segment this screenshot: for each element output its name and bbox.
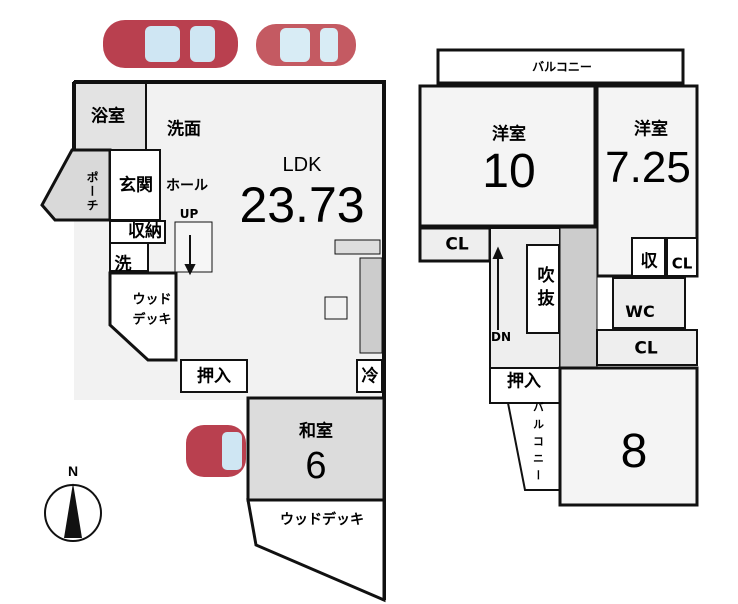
closet-cl-2: CL xyxy=(671,254,693,273)
room-storage: 収納 xyxy=(128,221,162,242)
room-bath: 浴室 xyxy=(91,106,125,127)
stairs-arrow-up xyxy=(184,235,196,276)
stairs-up-label: UP xyxy=(179,207,199,221)
balcony-top: バルコニー xyxy=(532,60,592,74)
room-wood-deck-bottom: ウッドデッキ xyxy=(280,512,364,528)
balcony-side: バルコニー xyxy=(531,401,545,487)
western-room-1-label: 洋室 xyxy=(492,124,526,145)
room-wc: WC xyxy=(625,302,655,321)
room-wood-deck-left: ウッドデッキ xyxy=(132,292,172,328)
room-entrance: 玄関 xyxy=(119,175,153,196)
stairs-down-label: DN xyxy=(490,330,512,344)
closet-cl-3: CL xyxy=(634,338,658,359)
compass-icon xyxy=(44,483,102,542)
room-laundry: 洗 xyxy=(114,254,132,275)
room-hall: ホール xyxy=(166,178,208,194)
room-closet: 押入 xyxy=(197,366,231,387)
room-washroom: 洗面 xyxy=(167,119,201,140)
room-closet-2: 押入 xyxy=(507,371,541,392)
stairs-arrow-down xyxy=(492,246,504,330)
compass-north-label: N xyxy=(67,463,79,479)
ldk-label: LDK xyxy=(282,154,322,176)
western-room-2-size: 7.25 xyxy=(605,143,691,192)
japanese-room-label: 和室 xyxy=(299,421,333,442)
stairwell-void: 吹抜 xyxy=(533,266,554,312)
floor2-walls xyxy=(418,48,699,507)
western-room-1-size: 10 xyxy=(482,145,536,198)
car-icon xyxy=(186,425,246,477)
western-room-2-label: 洋室 xyxy=(634,119,668,140)
room-3-size: 8 xyxy=(620,425,648,478)
ldk-size: 23.73 xyxy=(239,177,365,233)
fridge-space: 冷 xyxy=(361,366,379,387)
car-icon xyxy=(103,20,238,68)
closet-cl-1: CL xyxy=(445,234,469,255)
car-icon xyxy=(256,24,356,66)
japanese-room-size: 6 xyxy=(305,445,327,487)
floor1-walls xyxy=(40,80,386,603)
room-storage-2: 収 xyxy=(640,251,658,272)
room-porch: ポーチ xyxy=(85,171,99,213)
